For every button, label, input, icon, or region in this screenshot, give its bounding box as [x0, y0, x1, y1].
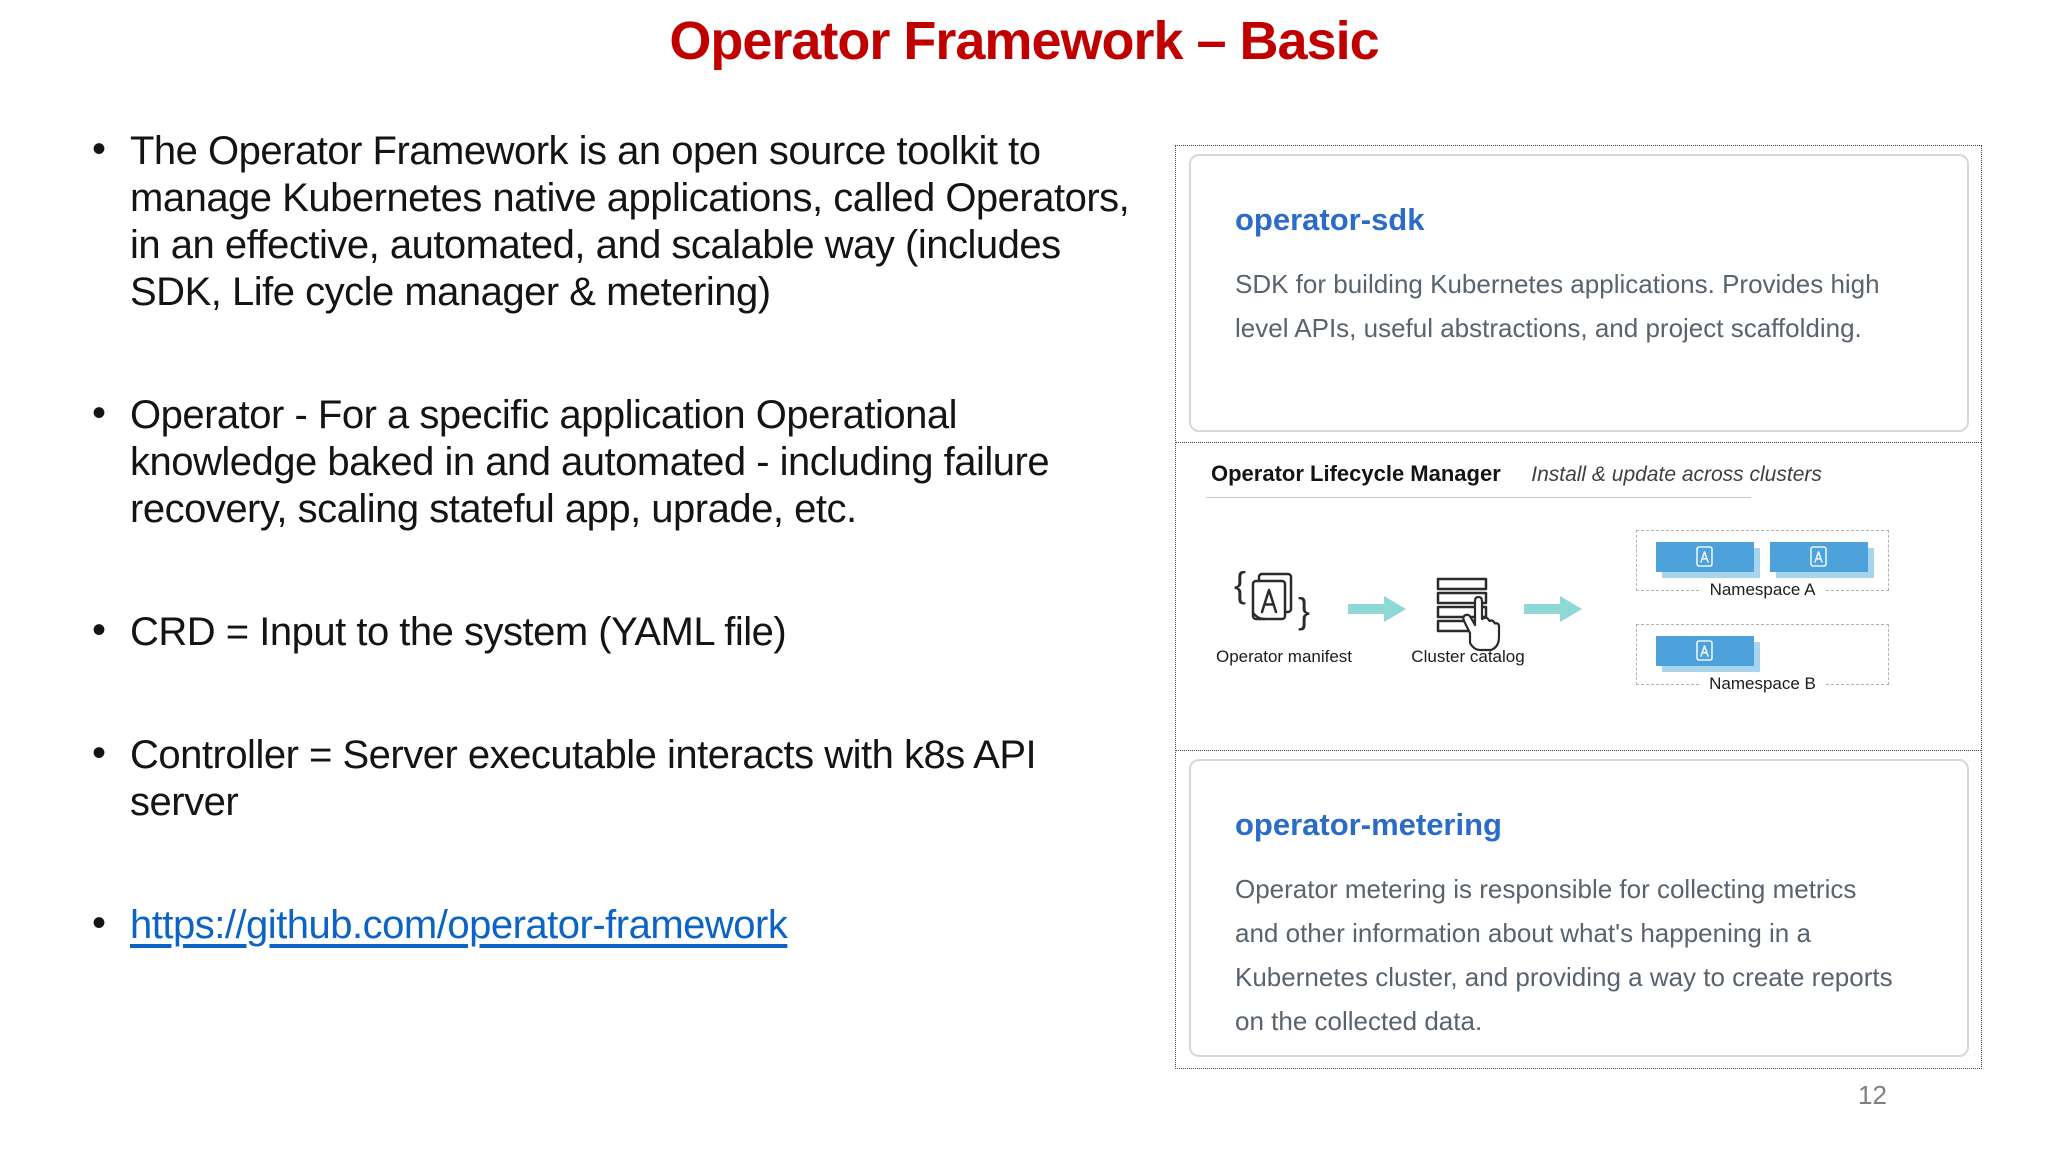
github-link[interactable]: https://github.com/operator-framework [130, 903, 788, 947]
page-title: Operator Framework – Basic [669, 11, 1379, 71]
app-chip-icon [1696, 640, 1713, 661]
app-chip-icon [1810, 546, 1827, 567]
olm-title: Operator Lifecycle Manager [1211, 461, 1501, 486]
app-chip-icon [1696, 546, 1713, 567]
page-number: 12 [1858, 1080, 1887, 1110]
bullet-operator: Operator - For a specific application Op… [92, 390, 1152, 533]
bullet-crd: CRD = Input to the system (YAML file) [92, 607, 1152, 656]
section-operator-metering: operator-metering Operator metering is r… [1176, 751, 1981, 1067]
app-chip [1656, 542, 1754, 572]
operator-metering-title: operator-metering [1235, 807, 1502, 842]
olm-header: Operator Lifecycle Manager Install & upd… [1176, 443, 1981, 487]
operator-manifest-label: Operator manifest [1215, 647, 1353, 666]
namespace-b-label: Namespace B [1699, 674, 1826, 694]
namespace-a-label: Namespace A [1699, 580, 1826, 600]
section-operator-sdk: operator-sdk SDK for building Kubernetes… [1176, 146, 1981, 443]
operator-sdk-description: SDK for building Kubernetes applications… [1235, 269, 1880, 343]
operator-sdk-card: operator-sdk SDK for building Kubernetes… [1189, 154, 1969, 432]
bullet-operator-framework: The Operator Framework is an open source… [92, 126, 1152, 316]
arrow-right-icon [1348, 596, 1406, 622]
operator-metering-card: operator-metering Operator metering is r… [1189, 759, 1969, 1057]
namespace-b-box: Namespace B [1636, 624, 1889, 694]
section-operator-lifecycle-manager: Operator Lifecycle Manager Install & upd… [1176, 443, 1981, 751]
bullet-controller: Controller = Server executable interacts… [92, 730, 1152, 826]
namespaces-column: Namespace A Namespace B [1636, 530, 1889, 694]
app-chip [1770, 542, 1868, 572]
arrow-right-icon [1524, 596, 1582, 622]
operator-manifest-icon: { } [1234, 564, 1311, 631]
olm-subtitle: Install & update across clusters [1531, 463, 1822, 486]
app-chip [1656, 636, 1754, 666]
operator-framework-panel: operator-sdk SDK for building Kubernetes… [1175, 145, 1982, 1069]
operator-metering-description: Operator metering is responsible for col… [1235, 874, 1893, 1036]
cluster-catalog-icon [1434, 577, 1504, 660]
operator-sdk-title: operator-sdk [1235, 202, 1425, 237]
namespace-a-box: Namespace A [1636, 530, 1889, 600]
bullet-link: https://github.com/operator-framework [92, 900, 1152, 949]
cluster-catalog-label: Cluster catalog [1411, 647, 1525, 666]
olm-divider [1206, 497, 1751, 498]
bullet-list: The Operator Framework is an open source… [92, 126, 1152, 1025]
